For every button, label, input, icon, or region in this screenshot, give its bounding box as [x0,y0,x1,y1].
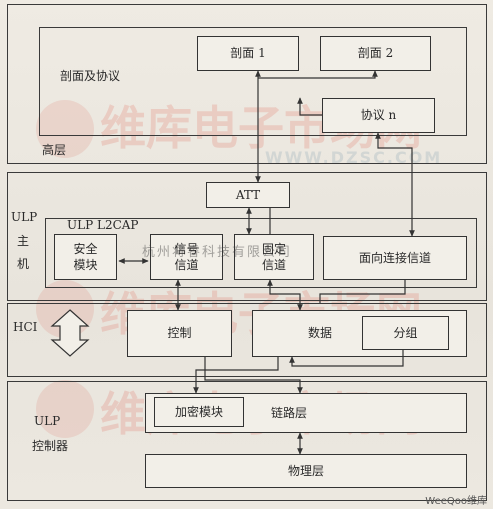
protocol-n-label: 协议 n [360,108,397,123]
data-label: 数据 [308,326,333,341]
host-label-line1: ULP [11,210,38,224]
conn-channel-box: 面向连接信道 [323,236,467,280]
link-layer-label: 链路层 [271,405,308,420]
profile-1-box: 剖面 1 [197,36,299,71]
host-label-line3: 机 [17,257,30,271]
l2cap-label: ULP L2CAP [67,218,139,232]
upper-layer-label: 高层 [42,143,67,157]
controller-label-line2: 控制器 [32,439,69,453]
upper-layer-frame [7,4,487,164]
host-frame [7,172,487,301]
encrypt-module-box: 加密模块 [154,397,244,427]
signal-channel-label: 信号 信道 [174,241,199,272]
fixed-channel-box: 固定 信道 [234,234,314,280]
physical-layer-label: 物理层 [287,463,324,478]
physical-layer-box: 物理层 [145,454,467,488]
host-label-line2: 主 [17,234,30,248]
control-label: 控制 [167,326,192,341]
l2cap-frame [45,218,477,288]
security-module-box: 安全 模块 [54,234,117,280]
signal-channel-box: 信号 信道 [150,234,223,280]
att-box: ATT [206,182,290,208]
profile-2-label: 剖面 2 [357,46,394,61]
profile-2-box: 剖面 2 [320,36,431,71]
security-module-label: 安全 模块 [73,241,98,272]
profiles-group-label: 剖面及协议 [60,69,121,83]
conn-channel-label: 面向连接信道 [358,250,431,265]
packet-box: 分组 [362,316,449,350]
profiles-group-frame [39,27,467,136]
control-box: 控制 [127,310,232,357]
profile-1-label: 剖面 1 [230,46,266,61]
controller-label-line1: ULP [34,414,61,428]
encrypt-module-label: 加密模块 [174,404,223,419]
fixed-channel-label: 固定 信道 [261,241,286,272]
protocol-n-box: 协议 n [322,98,435,133]
packet-label: 分组 [393,325,418,340]
att-label: ATT [235,187,261,202]
watermark-corner: WeeQoo维库 [425,496,487,507]
hci-label: HCI [13,320,38,334]
